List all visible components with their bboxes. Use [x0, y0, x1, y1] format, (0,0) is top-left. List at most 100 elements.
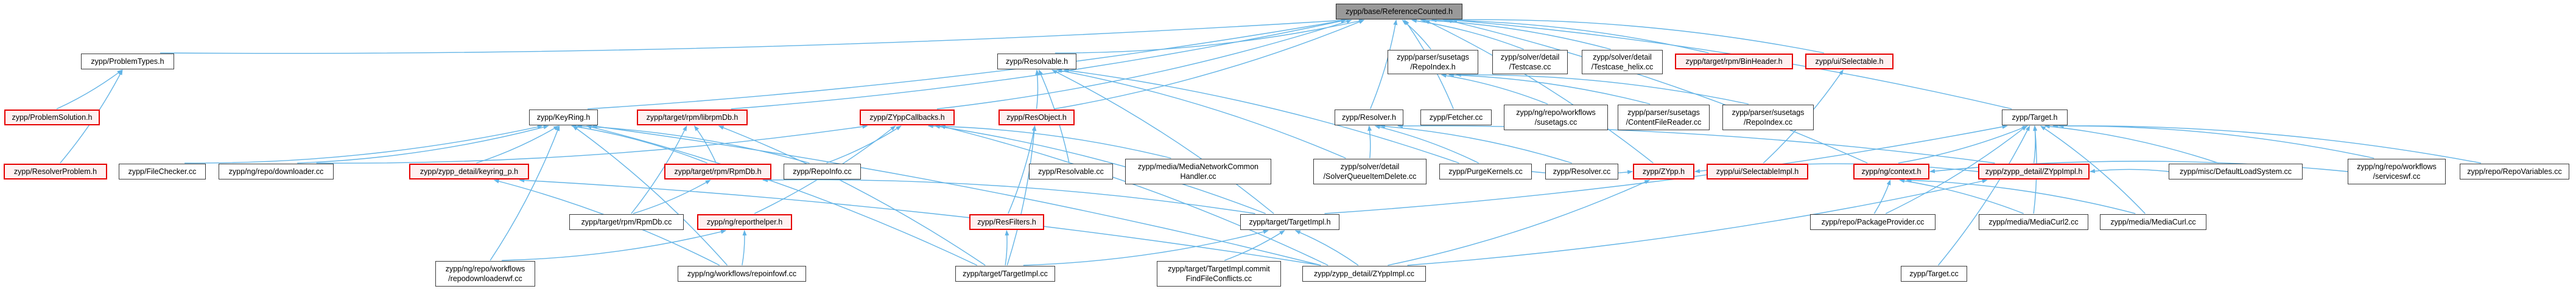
graph-node-serviceswf[interactable]: zypp/ng/repo/workflows /serviceswf.cc: [2348, 159, 2446, 184]
graph-node-resolvable_h[interactable]: zypp/Resolvable.h: [997, 54, 1076, 69]
include-edge-resobject-to-ref: [1054, 19, 1365, 110]
graph-node-resolver_cc[interactable]: zypp/Resolver.cc: [1545, 164, 1618, 179]
include-edge-packageprovider-to-target_h: [1886, 125, 2027, 214]
graph-node-selectableimpl[interactable]: zypp/ui/SelectableImpl.h: [1707, 164, 1808, 179]
include-edge-zyppimpl_h-to-resolver_h: [1397, 124, 1995, 164]
include-edge-targetimpl_cc-to-targetimpl_h: [1023, 229, 1269, 266]
graph-node-resfilters[interactable]: zypp/ResFilters.h: [969, 214, 1044, 230]
graph-node-binheader[interactable]: zypp/target/rpm/BinHeader.h: [1675, 54, 1793, 69]
graph-node-zyppimpl_cc[interactable]: zypp/zypp_detail/ZYppImpl.cc: [1302, 266, 1426, 282]
graph-node-keyring_h[interactable]: zypp/KeyRing.h: [529, 110, 598, 125]
include-edge-zyppimpl_cc-to-keyring_p: [519, 178, 1321, 266]
graph-node-susetags_repoindex_cc[interactable]: zypp/parser/susetags /RepoIndex.cc: [1722, 105, 1814, 130]
graph-node-fetcher_cc[interactable]: zypp/Fetcher.cc: [1420, 110, 1492, 125]
graph-node-packageprovider[interactable]: zypp/repo/PackageProvider.cc: [1810, 214, 1936, 230]
include-edge-targetimpl_cc-to-resfilters: [1005, 230, 1009, 266]
include-edge-rpmdb_cc-to-rpmdb_h: [633, 179, 711, 214]
include-edge-targetimpl_commit-to-targetimpl_h: [1224, 230, 1285, 261]
include-edge-context_h-to-target_h: [1898, 125, 2029, 164]
graph-node-librpmdb[interactable]: zypp/target/rpm/librpmDb.h: [637, 110, 748, 125]
graph-node-targetimpl_h[interactable]: zypp/target/TargetImpl.h: [1240, 214, 1339, 230]
include-edge-targetimpl_h-to-rpmdb_h: [762, 178, 1255, 214]
include-edge-solverqueueitemdelete-to-resolver_h: [1367, 125, 1372, 159]
graph-node-purgekernels[interactable]: zypp/PurgeKernels.cc: [1439, 164, 1532, 179]
graph-node-solverqueueitemdelete[interactable]: zypp/solver/detail /SolverQueueItemDelet…: [1313, 159, 1427, 184]
include-edge-zyppimpl_cc-to-zyppcallbacks: [939, 125, 1328, 266]
graph-node-rpmdb_cc[interactable]: zypp/target/rpm/RpmDb.cc: [569, 214, 684, 230]
include-edge-zyppcallbacks-to-ref: [936, 19, 1352, 110]
include-edge-mediacurl-to-context_h: [1906, 178, 2136, 214]
graph-node-reporthelper[interactable]: zypp/ng/reporthelper.h: [697, 214, 792, 230]
include-edge-repoinfowf-to-reporthelper: [742, 230, 747, 266]
graph-node-targetimpl_commit[interactable]: zypp/target/TargetImpl.commit FindFileCo…: [1157, 261, 1281, 287]
graph-node-target_cc[interactable]: zypp/Target.cc: [1901, 266, 1967, 282]
include-edge-problemsolution-to-problemtypes: [56, 69, 123, 110]
graph-node-rpmdb_h[interactable]: zypp/target/rpm/RpmDb.h: [664, 164, 771, 179]
include-edge-targetimpl_h-to-resolvable_h: [1051, 69, 1274, 214]
graph-node-testcase_helix[interactable]: zypp/solver/detail /Testcase_helix.cc: [1582, 50, 1663, 74]
graph-node-contentfilereader[interactable]: zypp/parser/susetags /ContentFileReader.…: [1618, 105, 1710, 130]
graph-node-zypp_h[interactable]: zypp/ZYpp.h: [1633, 164, 1694, 179]
graph-node-defaultloadsystem[interactable]: zypp/misc/DefaultLoadSystem.cc: [2169, 164, 2303, 179]
include-edge-resolvable_h-to-ref: [1055, 19, 1365, 54]
graph-node-repodownloaderwf[interactable]: zypp/ng/repo/workflows /repodownloaderwf…: [435, 261, 535, 287]
include-edge-purgekernels-to-resolver_h: [1374, 125, 1479, 164]
graph-node-resolvable_cc[interactable]: zypp/Resolvable.cc: [1029, 164, 1113, 179]
graph-node-mediacurl2[interactable]: zypp/media/MediaCurl2.cc: [1979, 214, 2088, 230]
include-edge-zyppimpl_cc-to-zypp_h: [1388, 179, 1651, 266]
graph-node-medianetwork[interactable]: zypp/media/MediaNetworkCommon Handler.cc: [1125, 159, 1271, 184]
graph-node-filechecker[interactable]: zypp/FileChecker.cc: [119, 164, 206, 179]
graph-node-resolverproblem[interactable]: zypp/ResolverProblem.h: [4, 164, 107, 179]
graph-node-repoinfo_cc[interactable]: zypp/RepoInfo.cc: [784, 164, 861, 179]
graph-node-context_h[interactable]: zypp/ng/context.h: [1853, 164, 1929, 179]
include-edge-downloader_cc-to-keyring_h: [297, 125, 549, 164]
include-edge-filechecker-to-keyring_h: [184, 125, 543, 164]
include-edge-binheader-to-ref: [1431, 18, 1709, 54]
graph-node-ng_susetags_cc[interactable]: zypp/ng/repo/workflows /susetags.cc: [1504, 105, 1608, 130]
include-edge-medianetwork-to-zyppcallbacks: [927, 124, 1171, 159]
graph-node-resobject[interactable]: zypp/ResObject.h: [998, 110, 1075, 125]
graph-node-problemsolution[interactable]: zypp/ProblemSolution.h: [4, 110, 100, 125]
include-edge-targetimpl_cc-to-resobject: [1006, 125, 1037, 266]
include-edge-repodownloaderwf-to-keyring_h: [490, 125, 560, 261]
include-edge-problemtypes-to-ref: [160, 18, 1347, 54]
include-edge-resfilters-to-resobject: [1008, 125, 1036, 214]
include-edge-keyring_p-to-keyring_h: [476, 125, 560, 164]
include-edge-repoinfo_cc-to-zyppcallbacks: [826, 125, 902, 164]
graph-node-ref[interactable]: zypp/base/ReferenceCounted.h: [1336, 4, 1462, 19]
include-edge-selectable_h-to-ref: [1442, 18, 1824, 54]
include-edge-keyring_h-to-ref: [588, 18, 1347, 110]
graph-node-selectable_h[interactable]: zypp/ui/Selectable.h: [1805, 54, 1893, 69]
include-edge-resobject-to-resolvable_h: [1035, 69, 1040, 110]
graph-node-repovariables[interactable]: zypp/repo/RepoVariables.cc: [2460, 164, 2569, 179]
include-edge-testcase_helix-to-ref: [1420, 18, 1611, 50]
graph-node-resolver_h[interactable]: zypp/Resolver.h: [1335, 110, 1403, 125]
include-edge-solverqueueitemdelete-to-resolvable_h: [1056, 69, 1346, 159]
graph-node-target_h[interactable]: zypp/Target.h: [2002, 110, 2068, 125]
graph-node-mediacurl[interactable]: zypp/media/MediaCurl.cc: [2100, 214, 2206, 230]
include-edge-targetimpl_h-to-zyppcallbacks: [934, 124, 1266, 214]
include-edge-target_cc-to-target_h: [1937, 125, 2030, 266]
include-edge-rpmdb_h-to-librpmdb: [693, 125, 717, 164]
include-edge-targetimpl_cc-to-keyring_h: [586, 125, 978, 266]
include-edge-purgekernels-to-resolvable_h: [1063, 68, 1459, 164]
include-edge-context_h-to-ref: [1446, 19, 1868, 164]
graph-node-keyring_p[interactable]: zypp/zypp_detail/keyring_p.h: [409, 164, 529, 179]
graph-node-testcase_cc[interactable]: zypp/solver/detail /Testcase.cc: [1492, 50, 1568, 74]
include-edge-downloader_cc-to-zyppcallbacks: [316, 124, 868, 164]
include-edge-targetimpl_cc-to-librpmdb: [718, 125, 986, 266]
include-edge-mediacurl-to-target_h: [2040, 125, 2146, 214]
graph-node-zyppimpl_h[interactable]: zypp/zypp_detail/ZYppImpl.h: [1978, 164, 2090, 179]
include-edge-defaultloadsystem-to-zyppimpl_h: [2090, 169, 2169, 173]
include-edge-defaultloadsystem-to-target_h: [2044, 124, 2219, 164]
graph-node-susetags_repoindex_h[interactable]: zypp/parser/susetags /RepoIndex.h: [1388, 50, 1478, 74]
graph-node-repoinfowf[interactable]: zypp/ng/workflows/repoinfowf.cc: [678, 266, 806, 282]
graph-node-zyppcallbacks[interactable]: zypp/ZYppCallbacks.h: [860, 110, 955, 125]
graph-node-targetimpl_cc[interactable]: zypp/target/TargetImpl.cc: [955, 266, 1055, 282]
graph-node-downloader_cc[interactable]: zypp/ng/repo/downloader.cc: [219, 164, 334, 179]
graph-node-problemtypes[interactable]: zypp/ProblemTypes.h: [81, 54, 174, 69]
include-edge-ng_susetags_cc-to-susetags_repoindex_h: [1441, 73, 1548, 105]
include-edge-testcase_cc-to-ref: [1411, 18, 1524, 50]
include-edge-rpmdb_cc-to-librpmdb: [631, 125, 687, 214]
